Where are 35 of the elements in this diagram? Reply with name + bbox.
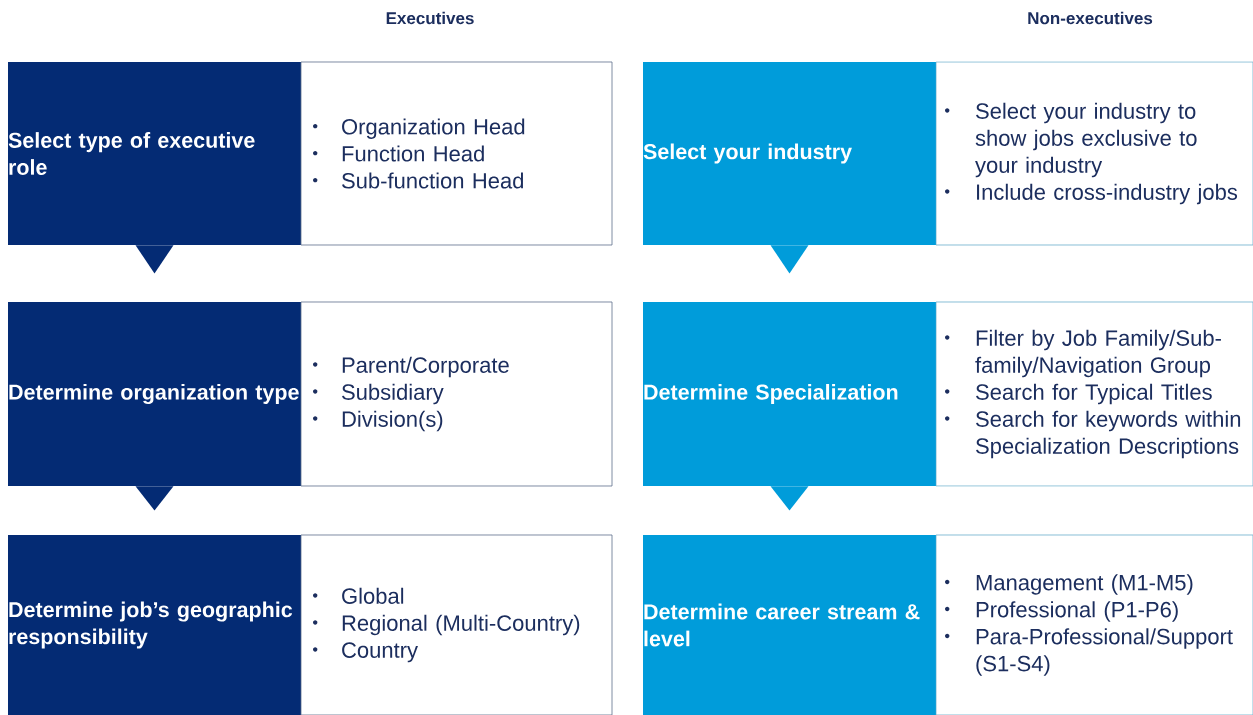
- step-box: Determine job’s geographic responsibility: [8, 535, 301, 715]
- step-box: Determine Specialization: [643, 302, 936, 486]
- column-heading: Non-executives: [1028, 11, 1153, 25]
- bullet-item: Global: [313, 587, 404, 604]
- bullet-item: Filter by Job Family/Sub-family/Navigation Group: [945, 329, 1221, 378]
- bullet-list-box: [935, 61, 1253, 246]
- bullet-list-box: [300, 301, 613, 487]
- pointer-arrow: [770, 245, 809, 274]
- bullet-item: Include cross-industry jobs: [945, 183, 1238, 205]
- bullet-item: Sub-function Head: [313, 172, 523, 189]
- column-heading: Executives: [386, 11, 474, 25]
- bullet-item: Parent/Corporate: [313, 356, 509, 378]
- bullet-list-box: [300, 534, 613, 715]
- pointer-arrow: [770, 486, 809, 511]
- bullet-item: Organization Head: [313, 118, 525, 139]
- bullet-item: Country: [313, 642, 418, 663]
- bullet-item: Search for Typical Titles: [945, 383, 1212, 405]
- bullet-item: Division(s): [313, 410, 443, 432]
- bullet-item: Search for keywords within Specialization Descriptions: [945, 410, 1241, 459]
- step-box: Select your industry: [643, 62, 936, 245]
- bullet-item: Subsidiary: [313, 383, 444, 405]
- bullet-item: Management (M1-M5): [945, 574, 1193, 595]
- pointer-arrow: [135, 245, 174, 274]
- bullet-item: Professional (P1-P6): [945, 601, 1178, 622]
- bullet-item: Para-Professional/Support (S1-S4): [945, 628, 1233, 676]
- step-box: Select type of executive role: [8, 62, 301, 245]
- step-box: Determine career stream & level: [643, 535, 936, 715]
- bullet-list-box: [300, 61, 613, 246]
- bullet-item: Regional (Multi-Country): [313, 614, 580, 636]
- bullet-list-box: [935, 534, 1253, 715]
- bullet-item: Function Head: [313, 145, 484, 162]
- bullet-item: Select your industry to show jobs exclusive to your industry: [945, 102, 1197, 178]
- pointer-arrow: [135, 486, 174, 511]
- bullet-list-box: [935, 301, 1253, 487]
- step-box: Determine organization type: [8, 302, 301, 486]
